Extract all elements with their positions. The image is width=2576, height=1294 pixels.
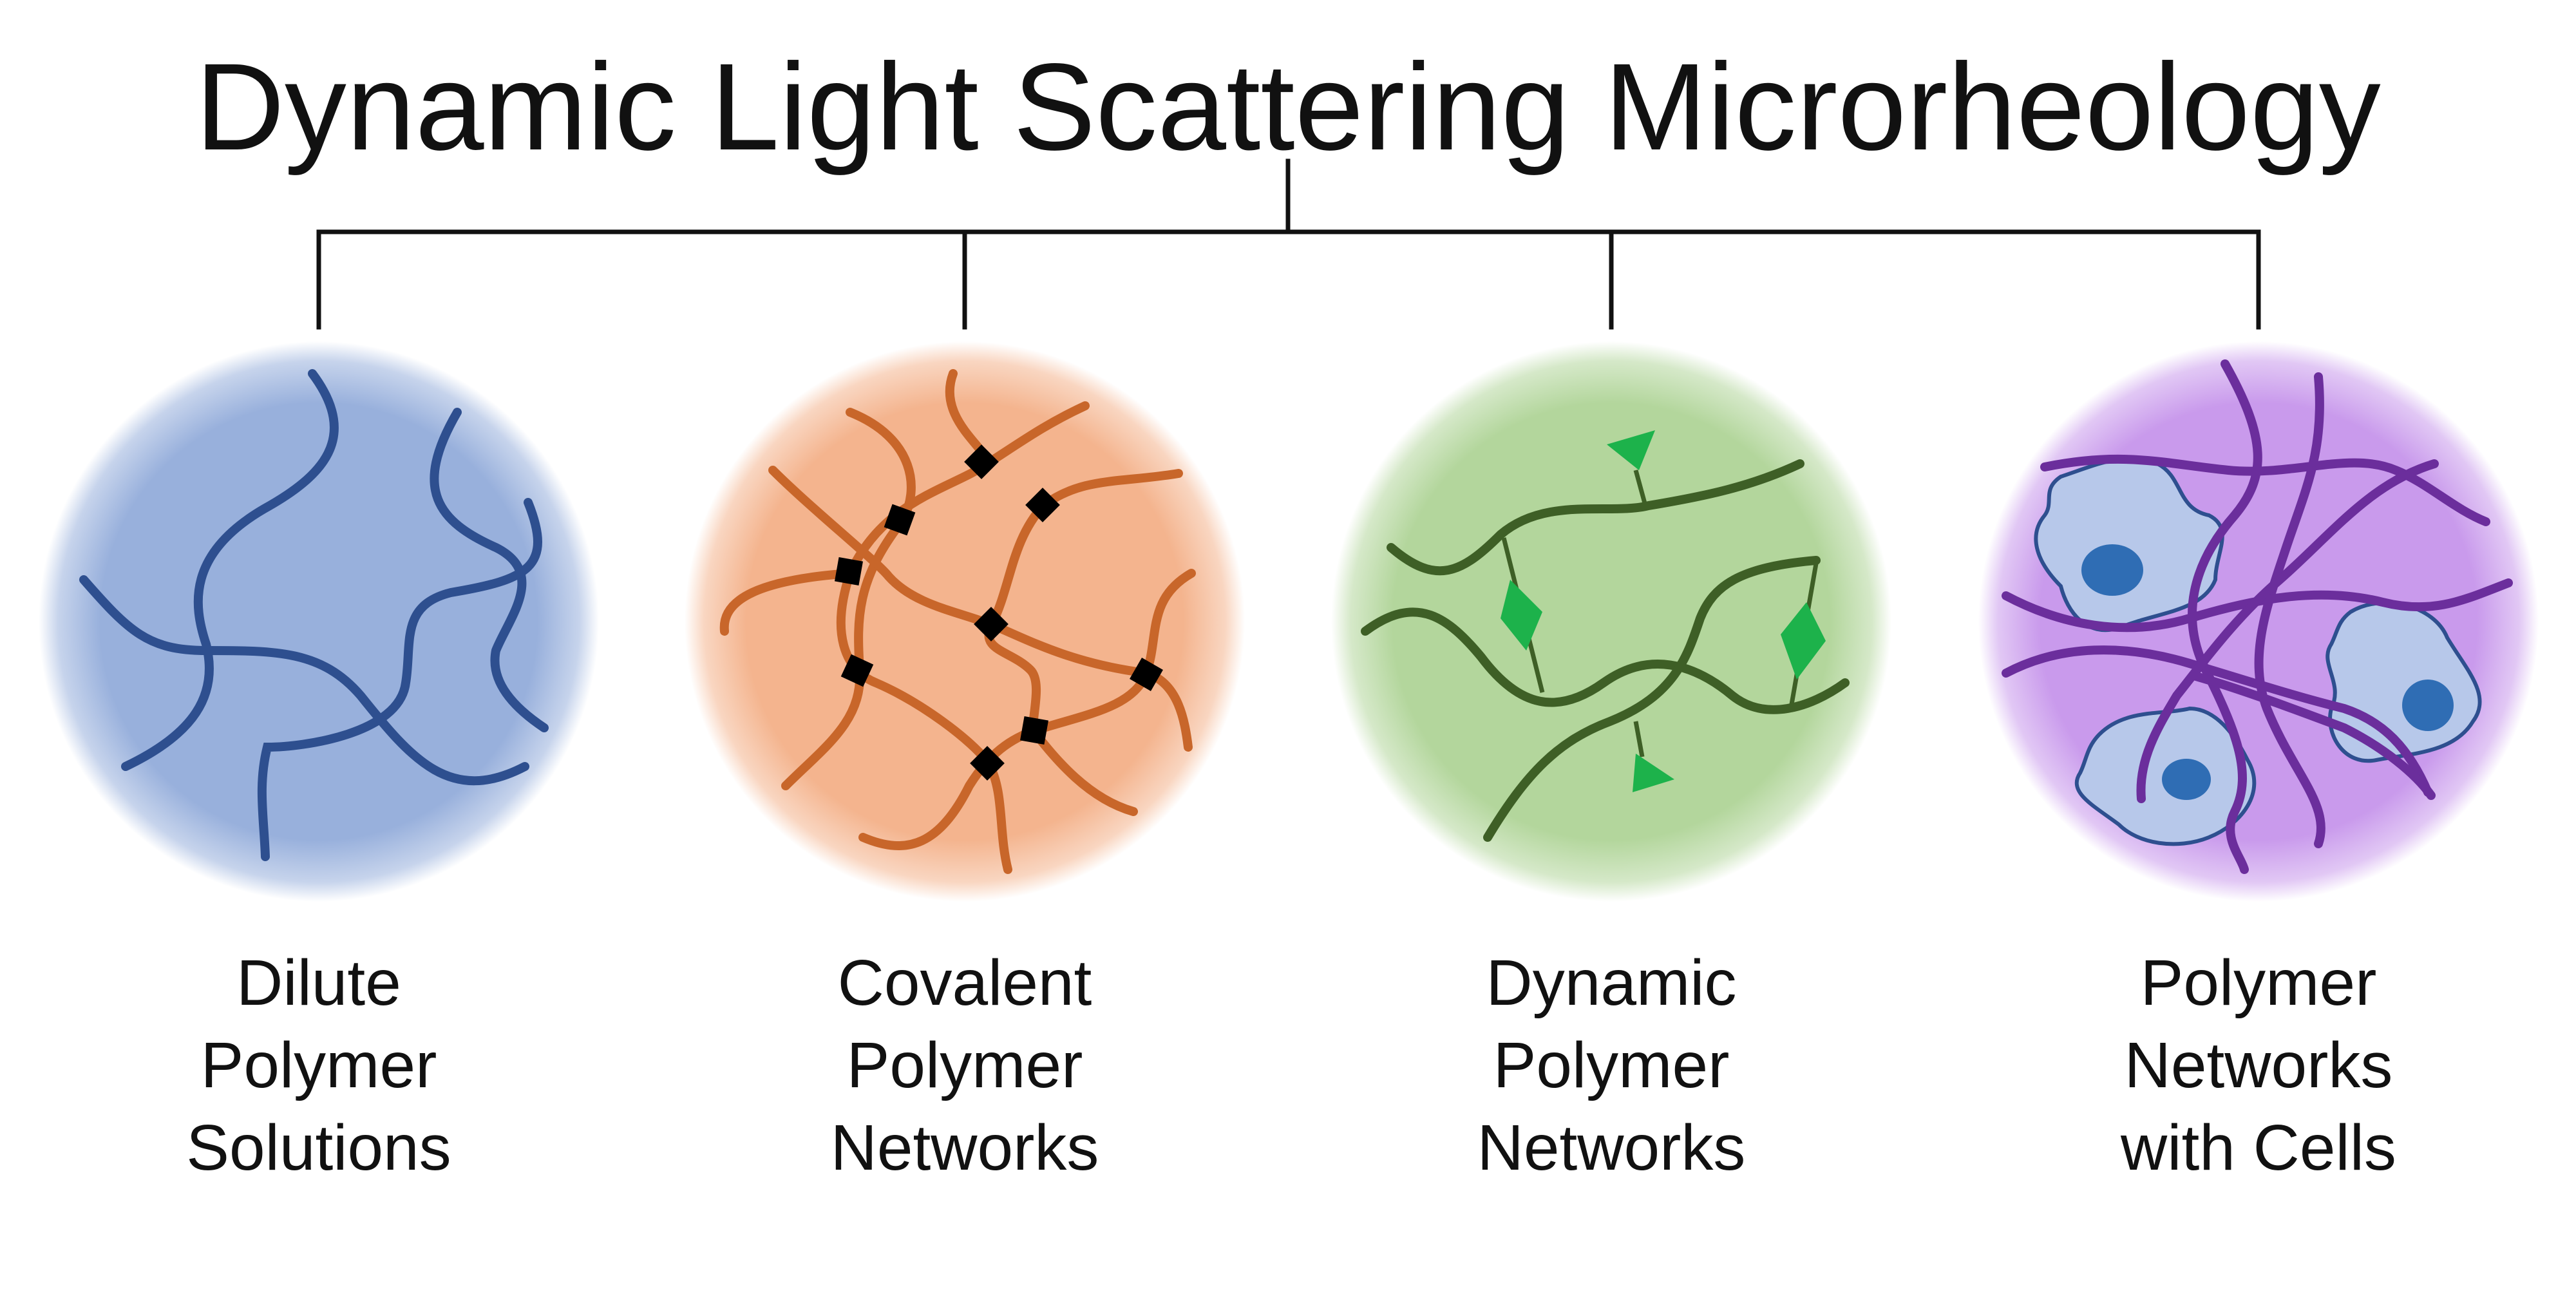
label-dynamic-line-1: Dynamic [1486, 947, 1737, 1019]
panel-covalent-polymer-networks [685, 341, 1245, 902]
label-cells-line-1: Polymer [2141, 947, 2377, 1019]
crosslink-tether [1633, 721, 1645, 757]
crosslink-triangle [1633, 754, 1674, 792]
label-covalent-line-1: Covalent [838, 947, 1092, 1019]
label-dynamic-line-2: Polymer [1493, 1029, 1730, 1101]
polymer-strands [1361, 459, 1850, 842]
panel-dilute-polymer-solutions [39, 341, 599, 902]
bracket-connector [316, 158, 2261, 330]
label-covalent-line-2: Polymer [847, 1029, 1083, 1101]
crosslink-diamond [1501, 580, 1542, 651]
label-covalent-line-3: Networks [831, 1112, 1099, 1184]
crosslink-marker [970, 746, 1005, 781]
crosslink-marker [1130, 658, 1163, 691]
label-cells-line-3: with Cells [2120, 1112, 2396, 1184]
blue-circle-background [39, 341, 599, 902]
crosslink-triangle [1607, 430, 1655, 470]
crosslink-marker [840, 654, 874, 687]
label-dilute-line-3: Solutions [186, 1112, 451, 1184]
label-dilute-line-2: Polymer [201, 1029, 437, 1101]
polymer-strands [79, 369, 549, 861]
polymer-strands [2002, 359, 2513, 874]
diagram-title: Dynamic Light Scattering Microrheology [195, 37, 2380, 176]
dynamic-crosslinks [1501, 430, 1826, 792]
crosslink-tether [1633, 470, 1648, 506]
panel-polymer-networks-with-cells [1978, 341, 2539, 902]
cell-nucleus [2162, 759, 2211, 800]
cell-nucleus [2402, 680, 2454, 731]
label-dilute-line-1: Dilute [236, 947, 401, 1019]
crosslink-marker [884, 504, 916, 536]
crosslink-marker [1019, 716, 1049, 745]
crosslink-marker [834, 557, 864, 586]
cell-nucleus [2081, 544, 2143, 596]
crosslink-diamond [1781, 602, 1826, 680]
panel-labels: Dilute Polymer Solutions Covalent Polyme… [186, 947, 2396, 1184]
label-dynamic-line-3: Networks [1477, 1112, 1746, 1184]
panel-dynamic-polymer-networks [1331, 341, 1891, 902]
label-cells-line-2: Networks [2125, 1029, 2393, 1101]
